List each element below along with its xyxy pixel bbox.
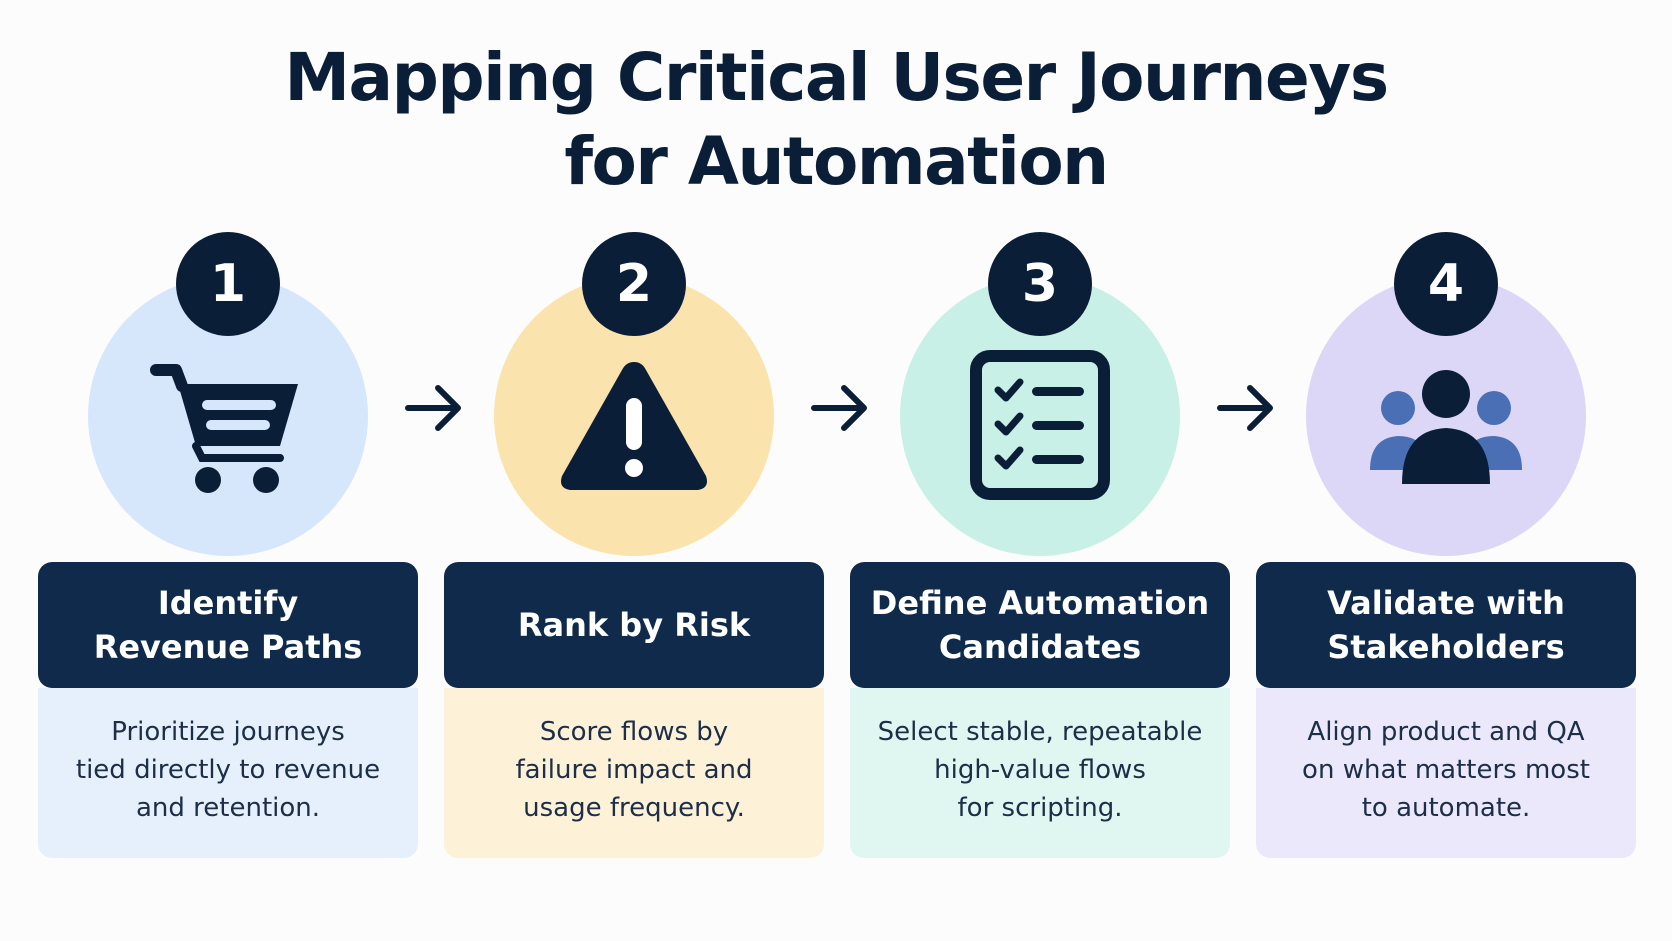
step-4-heading-line-1: Validate with <box>1327 584 1565 622</box>
step-1-heading-line-2: Revenue Paths <box>93 628 363 666</box>
step-4-description-line-1: Align product and QA <box>1307 717 1585 747</box>
step-1-description-line-3: and retention. <box>135 793 321 823</box>
step-2-card: Rank by Risk Score flows by failure impa… <box>444 562 824 858</box>
step-1: 1 Identify Revenue Paths Prioritize jour… <box>38 232 418 862</box>
step-4-description: Align product and QA on what matters mos… <box>1256 688 1636 858</box>
step-4: 4 Validate with Stakeholders Align produ… <box>1256 232 1636 862</box>
checklist-icon <box>960 346 1120 506</box>
step-4-description-line-3: to automate. <box>1361 793 1531 823</box>
step-1-number-badge: 1 <box>176 232 280 336</box>
step-4-heading: Validate with Stakeholders <box>1256 562 1636 688</box>
step-1-card: Identify Revenue Paths Prioritize journe… <box>38 562 418 858</box>
step-3-description-line-1: Select stable, repeatable <box>877 717 1203 747</box>
step-3-number-badge: 3 <box>988 232 1092 336</box>
step-2-heading: Rank by Risk <box>444 562 824 688</box>
people-group-icon <box>1366 346 1526 506</box>
step-2-heading-line-1: Rank by Risk <box>517 606 751 644</box>
step-1-description-line-2: tied directly to revenue <box>75 755 381 785</box>
step-3: 3 Define Automation Candidates Select st… <box>850 232 1230 862</box>
step-4-card: Validate with Stakeholders Align product… <box>1256 562 1636 858</box>
step-2: 2 Rank by Risk Score flows by failure im… <box>444 232 824 862</box>
step-1-description-line-1: Prioritize journeys <box>111 717 345 747</box>
step-2-description-line-1: Score flows by <box>539 717 729 747</box>
step-3-card: Define Automation Candidates Select stab… <box>850 562 1230 858</box>
warning-triangle-icon <box>554 346 714 506</box>
page-title: Mapping Critical User Journeys for Autom… <box>0 36 1672 204</box>
title-line-2: for Automation <box>564 123 1109 200</box>
step-3-heading-line-1: Define Automation <box>870 584 1210 622</box>
arrow-right-icon <box>400 378 470 438</box>
step-3-heading-line-2: Candidates <box>938 628 1142 666</box>
step-3-description: Select stable, repeatable high-value flo… <box>850 688 1230 858</box>
step-2-description-line-3: usage frequency. <box>523 793 745 823</box>
step-4-heading-line-2: Stakeholders <box>1327 628 1565 666</box>
step-1-heading: Identify Revenue Paths <box>38 562 418 688</box>
step-1-description: Prioritize journeys tied directly to rev… <box>38 688 418 858</box>
step-1-heading-line-1: Identify <box>157 584 299 622</box>
step-2-description-line-2: failure impact and <box>515 755 753 785</box>
step-3-heading: Define Automation Candidates <box>850 562 1230 688</box>
shopping-cart-icon <box>148 346 308 506</box>
arrow-right-icon <box>1212 378 1282 438</box>
arrow-right-icon <box>806 378 876 438</box>
step-4-description-line-2: on what matters most <box>1302 755 1590 785</box>
step-4-number-badge: 4 <box>1394 232 1498 336</box>
title-line-1: Mapping Critical User Journeys <box>284 39 1389 116</box>
step-3-description-line-2: high-value flows <box>934 755 1146 785</box>
step-2-description: Score flows by failure impact and usage … <box>444 688 824 858</box>
step-2-number-badge: 2 <box>582 232 686 336</box>
step-3-description-line-3: for scripting. <box>957 793 1123 823</box>
